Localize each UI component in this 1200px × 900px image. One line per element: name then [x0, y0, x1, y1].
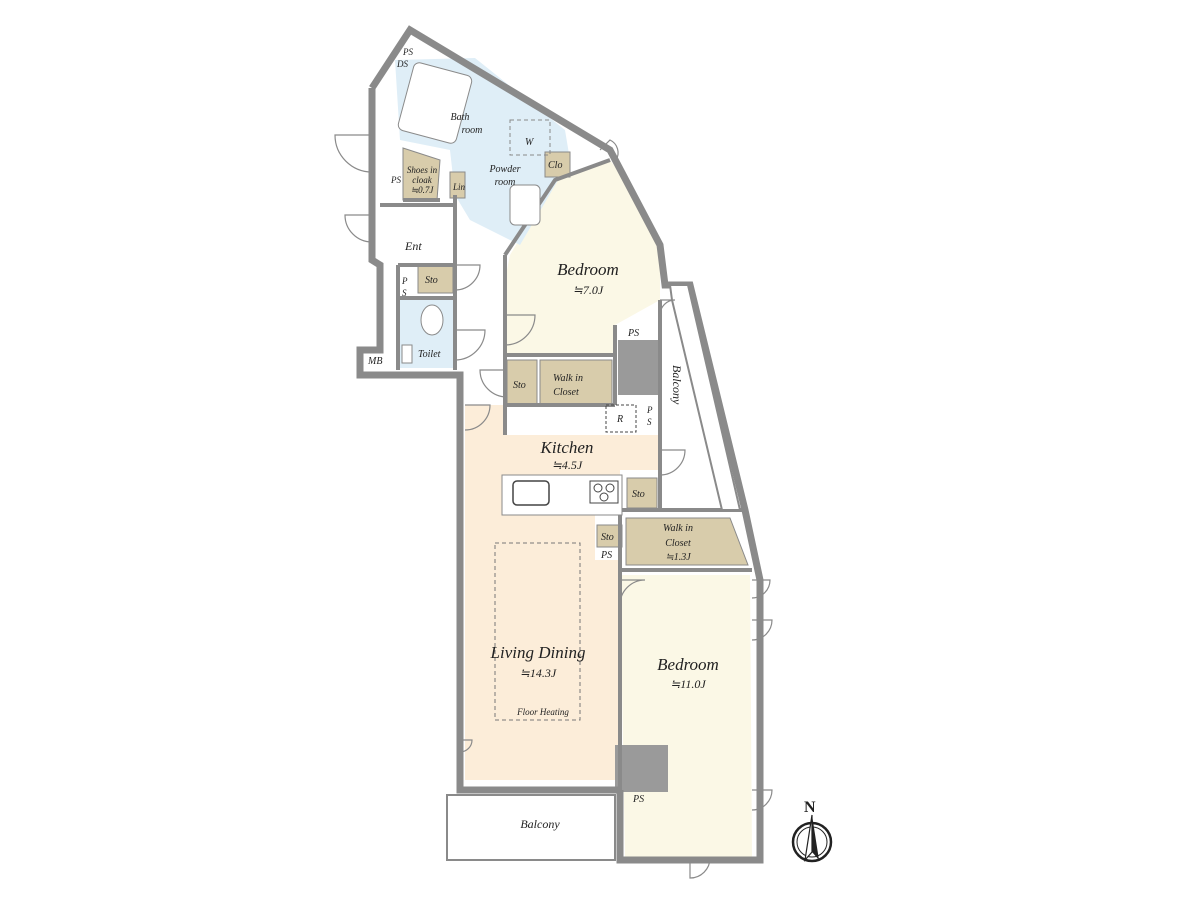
walk-in-closet-north-fill [539, 359, 613, 406]
shaft-south [615, 745, 668, 792]
label-powder-room-2: room [495, 177, 516, 188]
label-walk-in-closet-south-1: Walk in [663, 523, 693, 534]
label-entrance: Ent [404, 239, 422, 253]
label-walk-in-closet-south-2: Closet [665, 538, 691, 549]
burner-2 [605, 483, 615, 493]
label-kitchen-size: ≒4.5J [552, 458, 583, 472]
clo-fill [544, 151, 571, 178]
label-refrigerator: R [616, 414, 623, 425]
sto-hall-fill [506, 359, 538, 406]
balcony-south-area [446, 794, 616, 861]
label-ps-living: PS [600, 550, 612, 561]
label-ps-bedroom-north: PS [627, 328, 639, 339]
compass-needle-right [812, 815, 819, 860]
label-shoes-in-cloak-1: Shoes in [407, 165, 438, 175]
balcony-east-area [668, 284, 742, 511]
toilet-sink [401, 344, 413, 364]
label-shoes-in-cloak-size: ≒0.7J [411, 185, 435, 195]
hall-floor [380, 205, 455, 265]
label-living-dining-size: ≒14.3J [520, 666, 557, 680]
burner-1 [593, 483, 603, 493]
vanity-sink [509, 184, 541, 226]
doors [334, 134, 773, 879]
label-sto-kitchen: Sto [632, 489, 645, 500]
label-walk-in-closet-north-2: Closet [553, 387, 579, 398]
shaft-north [618, 340, 660, 395]
label-ps-vertical-left-1: P [401, 276, 408, 286]
floor-heating-area [494, 542, 581, 721]
label-bath-room-2: room [462, 125, 483, 136]
label-clo: Clo [548, 160, 562, 171]
compass-rose: N [791, 799, 833, 863]
label-floor-heating: Floor Heating [516, 707, 569, 717]
label-balcony-south: Balcony [520, 817, 560, 831]
burner-3 [599, 492, 609, 502]
label-ps-ds-bottom: DS [396, 59, 408, 69]
label-ps-vertical-left-2: S [402, 288, 407, 298]
bedroom-south-floor [620, 575, 752, 858]
label-ps-vertical-kitchen-2: S [647, 417, 652, 427]
walk-in-closet-south-fill [625, 517, 749, 566]
label-powder-room-1: Powder [488, 164, 520, 175]
label-bedroom-south: Bedroom [657, 655, 719, 674]
outer-walls [356, 25, 764, 864]
label-ps-ds-top: PS [402, 47, 413, 57]
label-bedroom-north: Bedroom [557, 260, 619, 279]
label-ps-vertical-kitchen-1: P [646, 405, 653, 415]
label-bedroom-south-size: ≒11.0J [670, 677, 706, 691]
label-sto-entrance: Sto [425, 275, 438, 286]
label-mb: MB [367, 356, 382, 367]
label-washer: W [525, 137, 535, 148]
label-kitchen: Kitchen [540, 438, 594, 457]
label-sto-living: Sto [601, 532, 614, 543]
label-balcony-east: Balcony [670, 365, 684, 405]
washer-pan [509, 119, 551, 156]
lin-fill [449, 171, 466, 199]
bathtub [397, 62, 473, 144]
refrigerator-space [605, 404, 637, 433]
label-ps-left: PS [390, 175, 401, 185]
label-bedroom-north-size: ≒7.0J [573, 283, 604, 297]
label-living-dining: Living Dining [490, 643, 586, 662]
label-sto-hall: Sto [513, 380, 526, 391]
label-bath-room-1: Bath [451, 112, 470, 123]
cooktop [589, 480, 619, 504]
compass-needle-left [804, 814, 813, 862]
label-walk-in-closet-south-size: ≒1.3J [665, 552, 691, 563]
compass-north-label: N [804, 799, 816, 816]
label-toilet: Toilet [418, 349, 441, 360]
kitchen-sink [512, 480, 550, 506]
toilet-bowl [420, 304, 444, 336]
label-shoes-in-cloak-2: cloak [412, 175, 432, 185]
label-walk-in-closet-north-1: Walk in [553, 373, 583, 384]
label-ps-bedroom-south: PS [632, 794, 644, 805]
bedroom-north-floor [505, 160, 660, 355]
label-lin: Lin [452, 182, 466, 192]
